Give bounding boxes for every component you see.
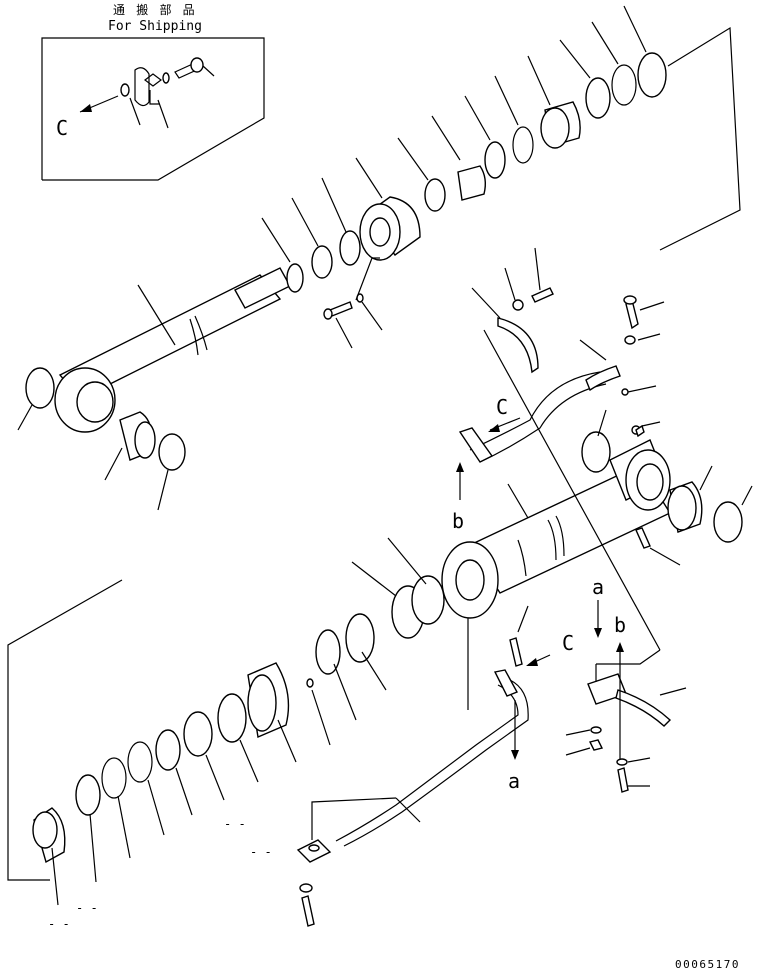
piston-rod-group: [17, 5, 741, 511]
dash-label-2: - -: [250, 845, 272, 859]
label-b-right: b: [614, 613, 626, 637]
drawing-number: 00065170: [675, 958, 740, 970]
dash-label-3: - -: [76, 901, 98, 915]
header-japanese: 通 搬 部 品: [113, 2, 197, 17]
label-c-inset: C: [56, 116, 68, 140]
label-c-mid: C: [496, 395, 508, 419]
label-c-right: C: [562, 631, 574, 655]
label-b-left: b: [452, 509, 464, 533]
label-a-top: a: [592, 575, 604, 599]
shipping-inset: 通 搬 部 品 For Shipping C: [41, 2, 265, 181]
dash-label-4: - -: [48, 917, 70, 931]
dash-label-1: - -: [224, 817, 246, 831]
piston-group: [7, 537, 445, 906]
label-a-bottom: a: [508, 769, 520, 793]
header-english: For Shipping: [108, 19, 202, 34]
hose-group: C a a b: [296, 575, 687, 927]
cylinder-group: C b: [441, 247, 753, 651]
